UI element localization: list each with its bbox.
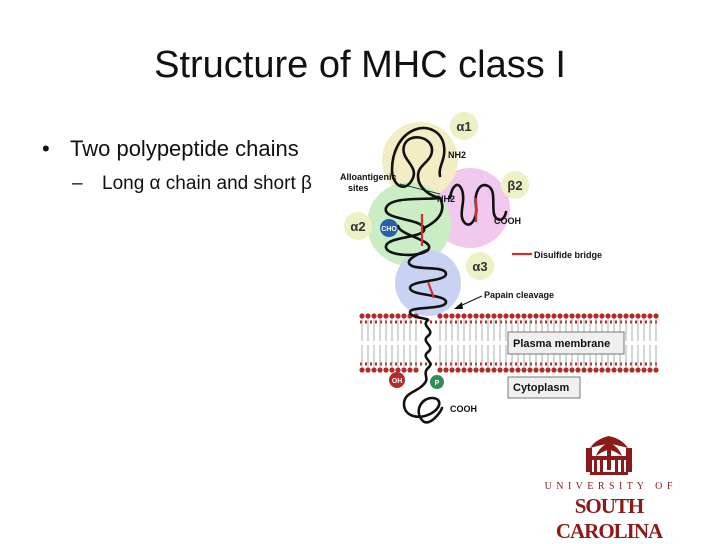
alpha2-label: α2 xyxy=(350,219,365,234)
transmembrane-segment xyxy=(424,320,430,384)
cytoplasmic-tail xyxy=(404,384,442,422)
nh2-top-label: NH2 xyxy=(448,150,466,160)
cooh-tail-label: COOH xyxy=(450,404,477,414)
cho-label: CHO xyxy=(381,226,397,233)
alpha3-label: α3 xyxy=(472,259,487,274)
beta2-label: β2 xyxy=(507,178,522,193)
oh-label: OH xyxy=(392,378,403,385)
papain-arrow-head xyxy=(454,302,463,309)
university-name: SOUTH CAROLINA xyxy=(520,494,698,544)
papain-arrow-line xyxy=(460,296,482,306)
disulfide-legend-label: Disulfide bridge xyxy=(534,250,602,260)
phosphate-label: P xyxy=(435,380,440,387)
alloantigenic-label-line1: Alloantigenic xyxy=(340,172,397,182)
cytoplasm-label: Cytoplasm xyxy=(513,382,569,394)
papain-cleavage-label: Papain cleavage xyxy=(484,290,554,300)
university-logo: U N I V E R S I T Y O F SOUTH CAROLINA xyxy=(520,428,698,524)
plasma-membrane-label: Plasma membrane xyxy=(513,338,610,350)
cooh-beta-label: COOH xyxy=(494,216,521,226)
alpha1-label: α1 xyxy=(456,119,471,134)
alloantigenic-label-line2: sites xyxy=(348,183,369,193)
university-line: U N I V E R S I T Y O F xyxy=(524,481,694,492)
nh2-beta-label: NH2 xyxy=(437,194,455,204)
